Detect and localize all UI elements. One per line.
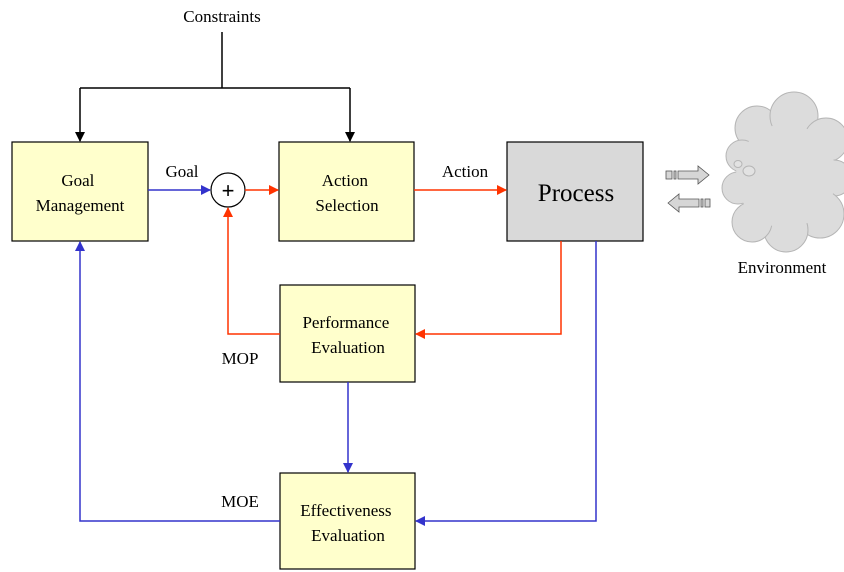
process-to-effectiveness-arrow — [415, 241, 597, 526]
input-block-arrow — [667, 193, 711, 213]
effectiveness-evaluation-line1: Effectiveness — [300, 501, 391, 520]
mop-feedback-arrow — [223, 207, 280, 335]
mop-label: MOP — [222, 349, 259, 368]
constraints-label: Constraints — [183, 7, 260, 26]
goal-management-line2: Management — [36, 196, 125, 215]
action-selection-line2: Selection — [315, 196, 379, 215]
goal-signal-label: Goal — [165, 162, 198, 181]
action-selection-line1: Action — [322, 171, 369, 190]
performance-evaluation-line1: Performance — [302, 313, 389, 332]
effectiveness-evaluation-box: Effectiveness Evaluation — [279, 472, 416, 570]
svg-text:Performance Evaluation: Performance Evaluation — [302, 313, 393, 357]
action-signal-label: Action — [442, 162, 489, 181]
goal-management-line1: Goal — [61, 171, 94, 190]
svg-text:Action Selection: Action Selection — [315, 171, 379, 215]
effectiveness-evaluation-line2: Evaluation — [311, 526, 385, 545]
svg-text:Effectiveness Evaluation: Effectiveness Evaluation — [300, 501, 396, 545]
process-box: Process — [506, 141, 644, 242]
summing-junction-symbol: + — [222, 178, 235, 203]
svg-text:Goal Management: Goal Management — [36, 171, 125, 215]
output-block-arrow — [665, 165, 710, 185]
process-to-performance-arrow — [415, 241, 562, 339]
moe-feedback-arrow — [75, 241, 280, 522]
performance-evaluation-line2: Evaluation — [311, 338, 385, 357]
environment-label: Environment — [738, 258, 827, 277]
summing-junction: + — [210, 172, 246, 208]
constraints-connector — [75, 32, 355, 142]
moe-label: MOE — [221, 492, 259, 511]
action-selection-box: Action Selection — [278, 141, 415, 242]
goal-management-box: Goal Management — [11, 141, 149, 242]
environment-cloud-icon — [721, 91, 844, 253]
process-label: Process — [538, 180, 614, 207]
performance-evaluation-box: Performance Evaluation — [279, 284, 416, 383]
